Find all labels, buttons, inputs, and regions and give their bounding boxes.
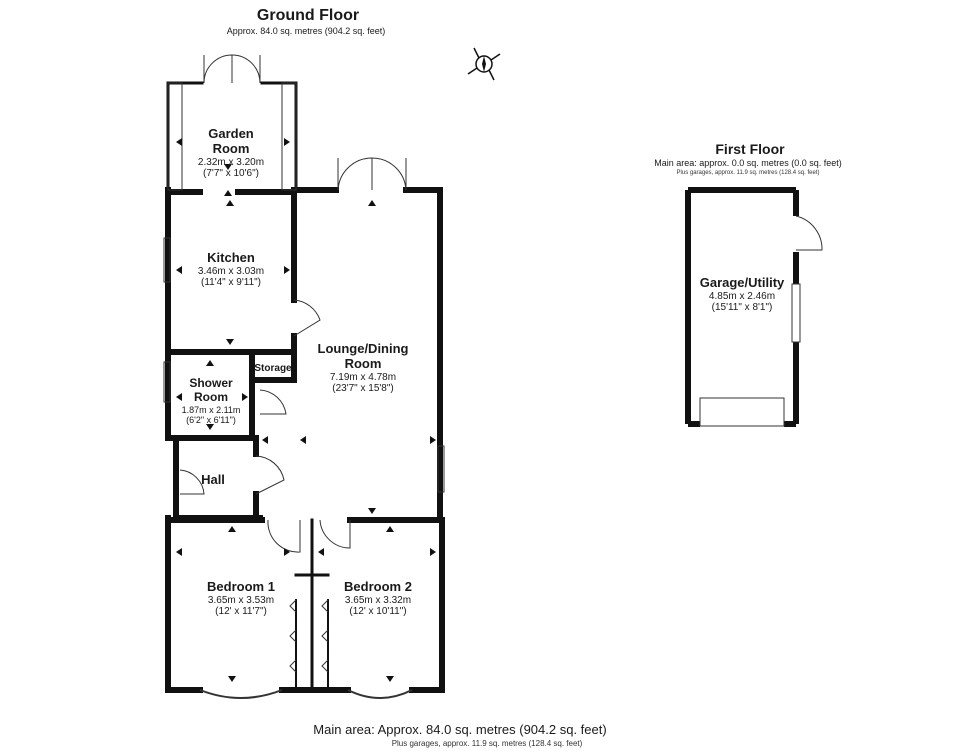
shower-name-2: Room — [194, 389, 228, 404]
room-garage-utility: Garage/Utility 4.85m x 2.46m (15'11" x 8… — [699, 275, 785, 314]
garden-room-name-2: Room — [212, 140, 250, 156]
room-garden-room: Garden Room 2.32m x 3.20m (7'7" x 10'6") — [197, 126, 265, 180]
lounge-name-1: Lounge/Dining — [317, 341, 409, 356]
doors-windows — [163, 54, 445, 699]
garden-room-metric: 2.32m x 3.20m — [197, 156, 265, 168]
garden-room-imperial: (7'7" x 10'6") — [203, 168, 259, 180]
bedroom2-name: Bedroom 2 — [344, 579, 412, 594]
bedroom1-name: Bedroom 1 — [207, 579, 275, 594]
shower-metric: 1.87m x 2.11m — [181, 404, 241, 415]
ground-floor-area: Approx. 84.0 sq. metres (904.2 sq. feet) — [226, 26, 386, 36]
first-floor-area-main: Main area: approx. 0.0 sq. metres (0.0 s… — [654, 158, 842, 168]
dimension-arrows — [176, 138, 436, 682]
room-shower: Shower Room 1.87m x 2.11m (6'2" x 6'11") — [181, 376, 241, 425]
first-floor-area-garage: Plus garages, approx. 11.9 sq. metres (1… — [676, 170, 820, 176]
footer-main-area: Main area: Approx. 84.0 sq. metres (904.… — [313, 722, 607, 737]
room-hall: Hall — [201, 472, 225, 488]
room-bedroom-2: Bedroom 2 3.65m x 3.32m (12' x 10'11") — [344, 579, 412, 618]
first-floor-title: First Floor — [715, 141, 785, 157]
bedroom2-imperial: (12' x 10'11") — [349, 606, 407, 618]
shower-imperial: (6'2" x 6'11") — [186, 414, 236, 425]
compass-icon — [467, 47, 501, 81]
kitchen-name: Kitchen — [207, 250, 255, 265]
room-kitchen: Kitchen 3.46m x 3.03m (11'4" x 9'11") — [197, 250, 265, 289]
bedroom1-metric: 3.65m x 3.53m — [207, 594, 275, 606]
bedroom2-metric: 3.65m x 3.32m — [344, 594, 412, 606]
garage-imperial: (15'11" x 8'1") — [711, 302, 773, 314]
lounge-name-2: Room — [344, 355, 382, 371]
garage-plan — [685, 187, 823, 427]
kitchen-metric: 3.46m x 3.03m — [197, 265, 265, 277]
ground-floor-title: Ground Floor — [256, 7, 360, 24]
room-bedroom-1: Bedroom 1 3.65m x 3.53m (12' x 11'7") — [207, 579, 275, 618]
bedroom1-imperial: (12' x 11'7") — [215, 606, 267, 618]
footer-garage-area: Plus garages, approx. 11.9 sq. metres (1… — [391, 739, 583, 748]
garden-room-name-1: Garden — [208, 126, 254, 141]
lounge-imperial: (23'7" x 15'8") — [332, 383, 394, 395]
garage-metric: 4.85m x 2.46m — [708, 290, 776, 302]
kitchen-imperial: (11'4" x 9'11") — [200, 277, 262, 289]
hall-name: Hall — [201, 472, 225, 487]
shower-name-1: Shower — [189, 376, 233, 390]
storage-name: Storage — [254, 363, 292, 374]
room-storage: Storage — [254, 363, 291, 375]
garage-name: Garage/Utility — [699, 275, 785, 290]
lounge-metric: 7.19m x 4.78m — [329, 371, 397, 383]
room-lounge-dining: Lounge/Dining Room 7.19m x 4.78m (23'7" … — [317, 341, 409, 395]
